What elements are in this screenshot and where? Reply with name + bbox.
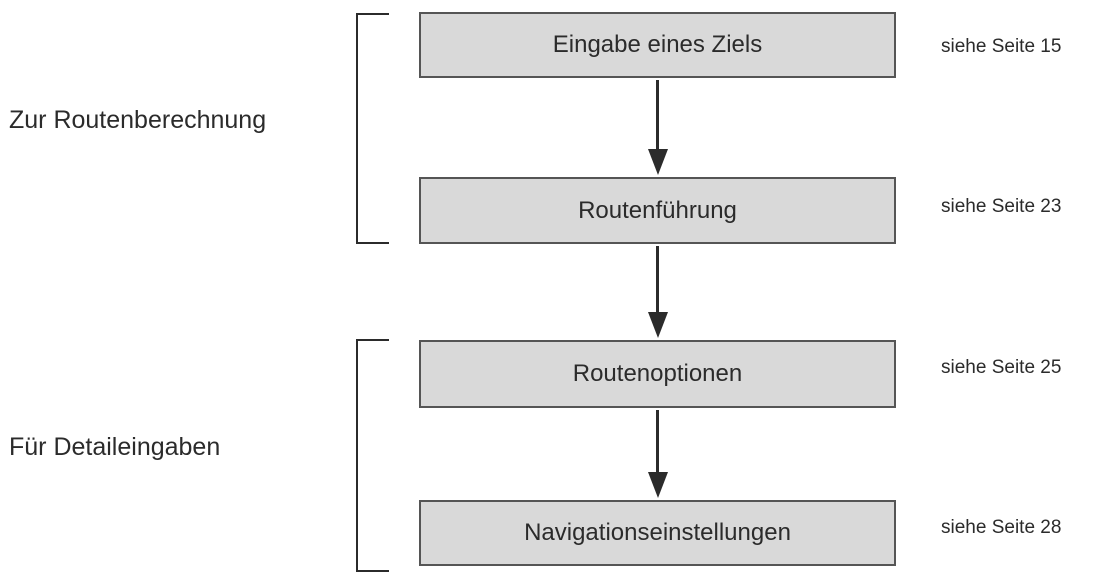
step-label: Routenoptionen	[572, 360, 743, 387]
step-label: Navigationseinstellungen	[524, 519, 791, 546]
arrow-down-icon	[648, 410, 668, 498]
arrow-down-icon	[648, 80, 668, 175]
step-box-routenfuehrung: Routenführung	[419, 177, 896, 244]
page-ref-15: siehe Seite 15	[941, 36, 1062, 57]
step-box-routenoptionen: Routenoptionen	[419, 340, 896, 408]
page-ref-23: siehe Seite 23	[941, 196, 1062, 217]
page-ref-28: siehe Seite 28	[941, 517, 1062, 538]
bracket-routenberechnung	[356, 13, 389, 244]
group-label-routenberechnung: Zur Routenberechnung	[9, 106, 267, 134]
arrow-down-icon	[648, 246, 668, 338]
step-box-eingabe-ziel: Eingabe eines Ziels	[419, 12, 896, 78]
step-label: Routenführung	[578, 196, 737, 224]
step-box-navigationseinstellungen: Navigationseinstellungen	[419, 500, 896, 566]
group-label-detaileingaben: Für Detaileingaben	[9, 433, 221, 461]
page-ref-25: siehe Seite 25	[941, 357, 1062, 378]
step-label: Eingabe eines Ziels	[552, 31, 763, 58]
bracket-detaileingaben	[356, 339, 389, 572]
